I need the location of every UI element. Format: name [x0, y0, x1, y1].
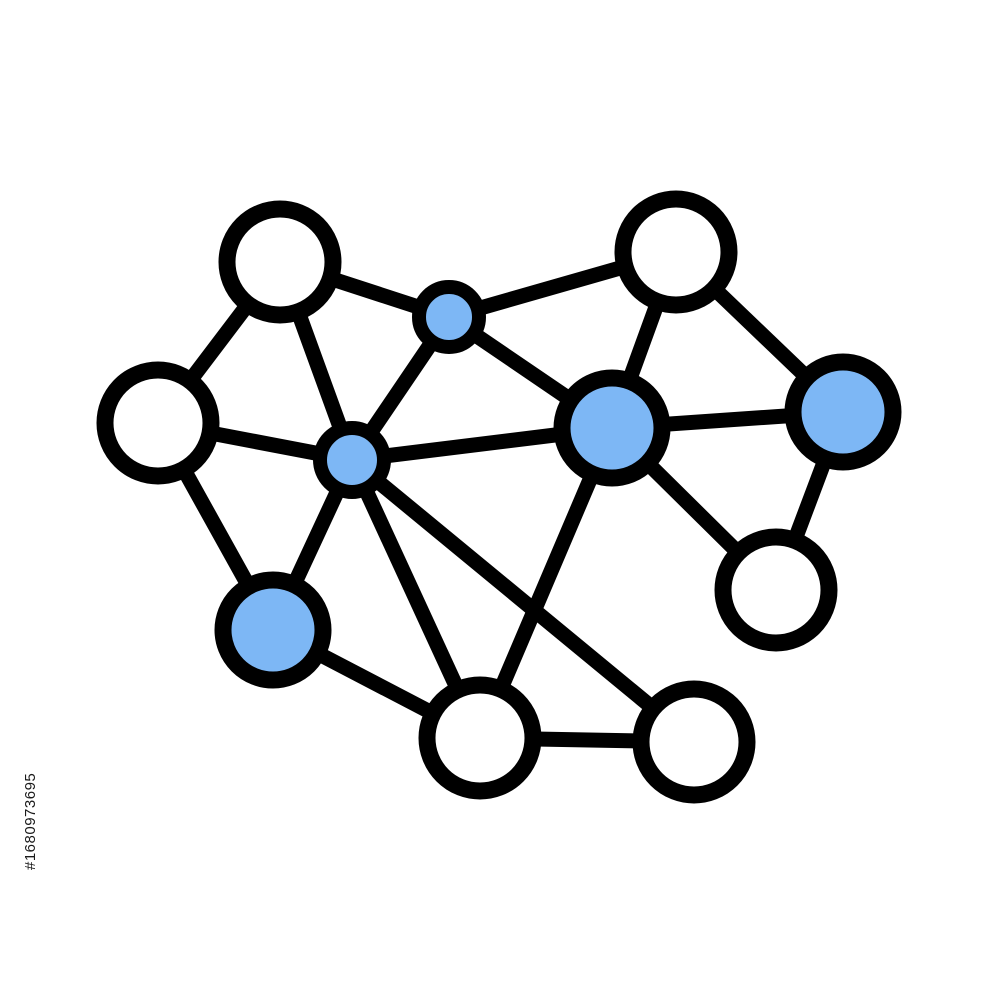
- node-n10-empty: [418, 676, 542, 800]
- edge-n5-n11: [344, 452, 702, 750]
- node-n2-filled: [412, 280, 486, 354]
- node-n7-filled: [784, 353, 902, 471]
- nodes-layer: [96, 190, 902, 804]
- node-n8-filled: [214, 571, 332, 689]
- stock-id-label: #1680973695: [22, 772, 39, 870]
- node-n6-filled: [553, 369, 671, 487]
- node-n11-empty: [632, 680, 756, 804]
- node-n9-empty: [714, 528, 838, 652]
- node-n1-empty: [218, 200, 342, 324]
- node-n3-empty: [614, 190, 738, 314]
- node-n5-filled: [313, 421, 391, 499]
- node-n4-empty: [96, 361, 220, 485]
